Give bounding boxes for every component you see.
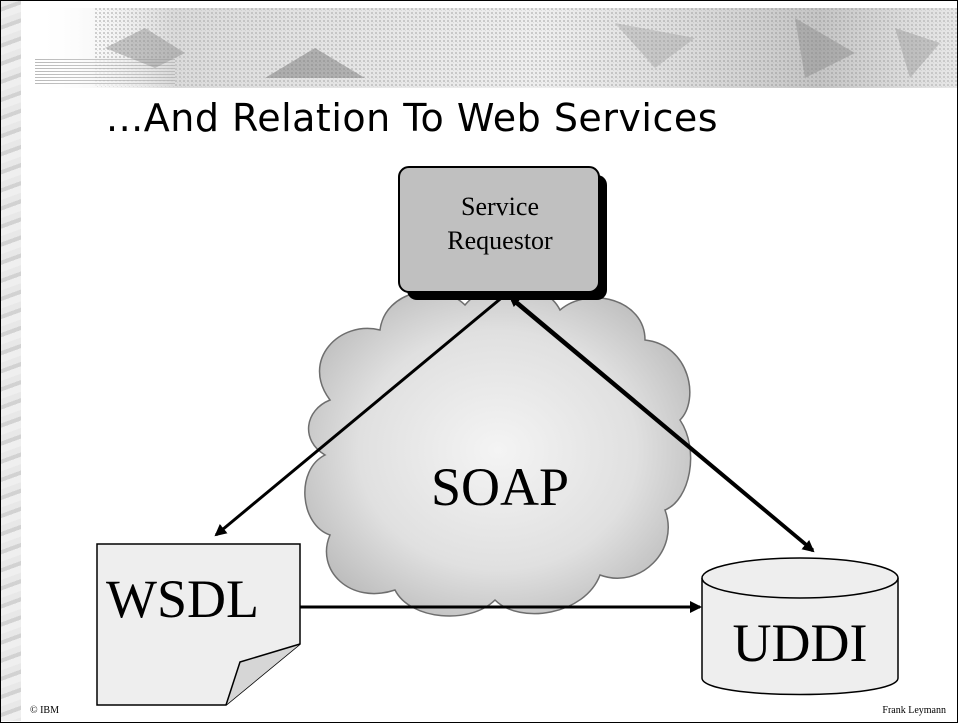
soap-label: SOAP [430, 457, 570, 517]
decorative-banner [35, 8, 957, 88]
decorative-left-strip [1, 1, 21, 721]
arrow-requestor-to-wsdl [214, 293, 506, 537]
wsdl-document [96, 543, 301, 706]
service-requestor-label: Service Requestor [447, 192, 553, 255]
service-requestor-box [398, 166, 607, 300]
footer-copyright: © IBM [30, 705, 59, 716]
arrow-requestor-to-uddi [511, 298, 815, 553]
uddi-database [701, 557, 899, 696]
slide-title: ...And Relation To Web Services [106, 96, 719, 140]
wsdl-label: WSDL [106, 569, 259, 629]
uddi-label: UDDI [732, 613, 868, 673]
footer-author: Frank Leymann [882, 705, 946, 716]
soap-cloud [304, 284, 692, 617]
